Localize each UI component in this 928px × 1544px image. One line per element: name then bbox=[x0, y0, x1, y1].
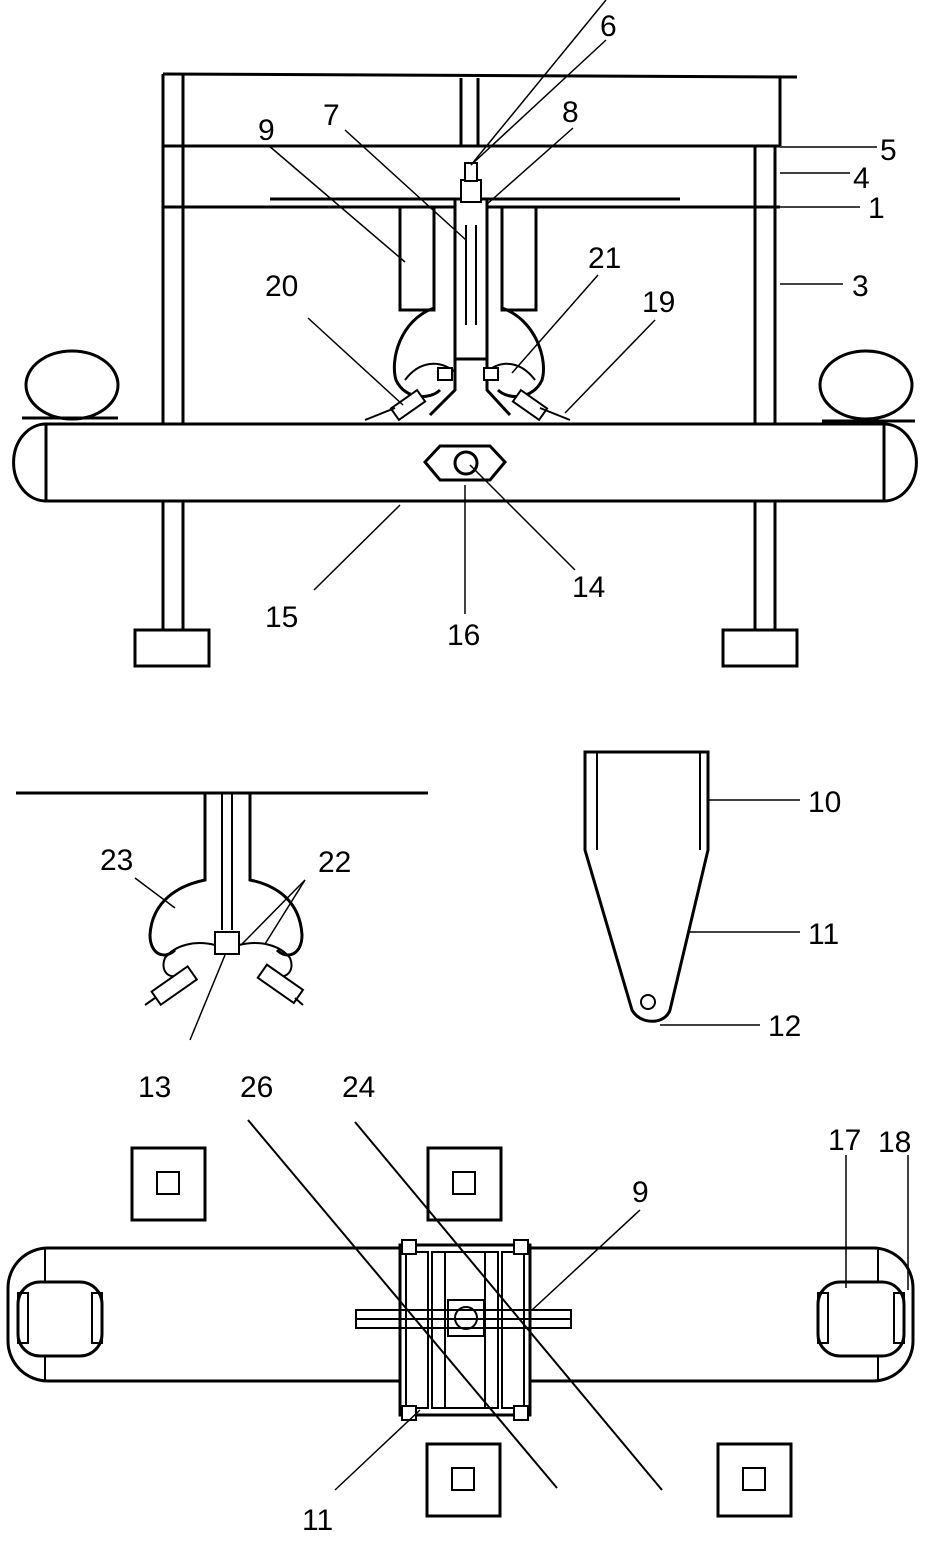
label-16: 16 bbox=[447, 619, 480, 652]
label-22: 22 bbox=[318, 846, 351, 879]
hub-13 bbox=[214, 931, 240, 955]
label-10: 10 bbox=[808, 786, 841, 819]
top-frame bbox=[161, 72, 798, 148]
label-8: 8 bbox=[562, 96, 579, 129]
label-24: 24 bbox=[342, 1071, 375, 1104]
label-13: 13 bbox=[138, 1071, 171, 1104]
grab-detail-view bbox=[16, 791, 428, 1041]
label-11: 11 bbox=[808, 918, 839, 951]
label-3: 3 bbox=[852, 270, 869, 303]
label-19: 19 bbox=[642, 286, 675, 319]
label-9: 9 bbox=[258, 114, 275, 147]
label-9-top: 9 bbox=[632, 1176, 649, 1209]
front-view bbox=[12, 0, 918, 668]
label-18: 18 bbox=[878, 1126, 911, 1159]
leaders-top bbox=[247, 1119, 909, 1491]
label-15: 15 bbox=[265, 601, 298, 634]
leaders-front bbox=[267, 0, 877, 614]
foot-right bbox=[721, 628, 799, 668]
label-4: 4 bbox=[853, 162, 870, 195]
pin-14 bbox=[453, 450, 479, 476]
footing-pads bbox=[130, 1146, 793, 1518]
label-14: 14 bbox=[572, 571, 605, 604]
label-1: 1 bbox=[868, 192, 885, 225]
label-11-top: 11 bbox=[302, 1504, 333, 1537]
label-20: 20 bbox=[265, 270, 298, 303]
label-23: 23 bbox=[100, 844, 133, 877]
label-21: 21 bbox=[588, 242, 621, 275]
top-view bbox=[6, 1119, 915, 1518]
central-assembly-top bbox=[355, 1239, 572, 1421]
tyre-top-left bbox=[16, 1280, 104, 1358]
grab-bell bbox=[364, 306, 571, 422]
tyre-top-right bbox=[816, 1280, 906, 1358]
label-5: 5 bbox=[880, 134, 897, 167]
central-column bbox=[453, 162, 489, 361]
foot-left bbox=[133, 628, 211, 668]
label-17: 17 bbox=[828, 1124, 861, 1157]
label-26: 26 bbox=[240, 1071, 273, 1104]
tyre-left bbox=[24, 349, 120, 421]
bracket-view bbox=[583, 750, 800, 1026]
label-12: 12 bbox=[768, 1010, 801, 1043]
tyre-right bbox=[818, 349, 914, 421]
label-6: 6 bbox=[600, 10, 617, 43]
legs bbox=[133, 146, 799, 668]
cylinders-9 bbox=[398, 205, 538, 312]
hole-12 bbox=[640, 994, 656, 1010]
reference-numerals: 6 7 8 9 5 4 1 21 20 3 19 14 15 16 10 23 … bbox=[100, 10, 911, 1537]
label-7: 7 bbox=[323, 99, 340, 132]
